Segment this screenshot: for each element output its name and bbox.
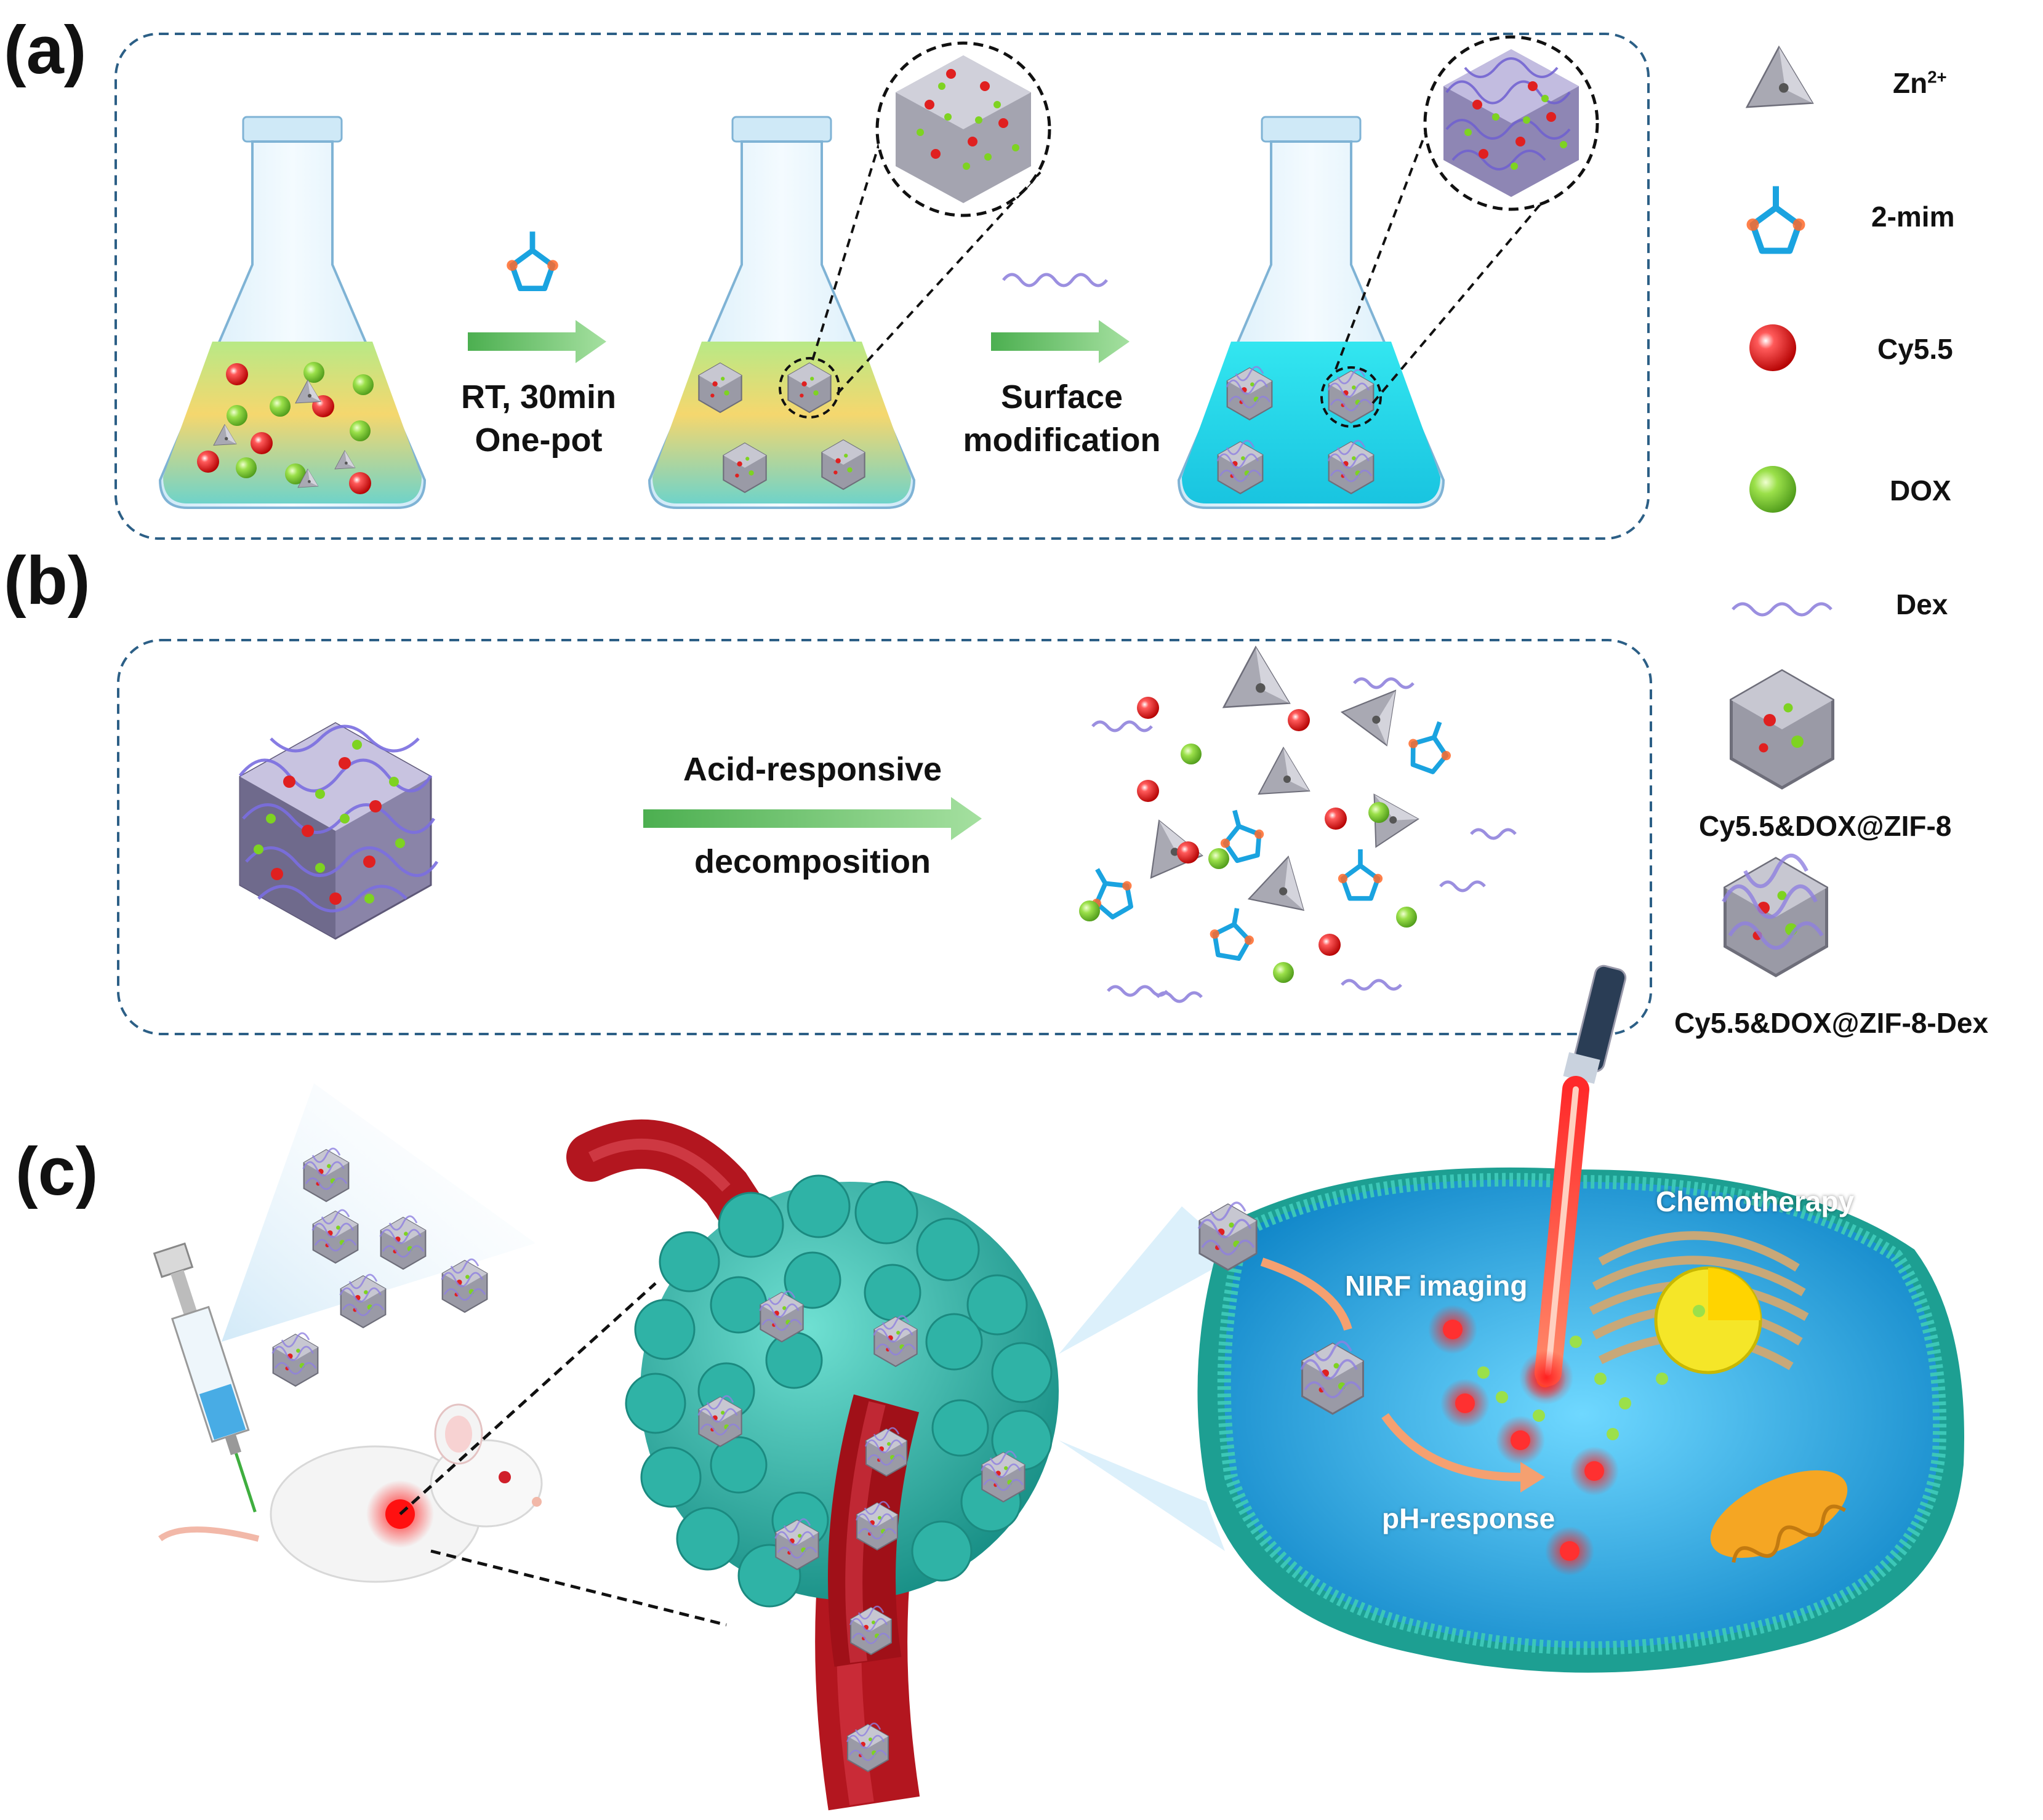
zoom-inset-zif8 xyxy=(875,41,1051,217)
legend-icons xyxy=(1724,46,1833,976)
zoom-beam-lower xyxy=(1059,1440,1225,1551)
legend-np-dex: Cy5.5&DOX@ZIF-8-Dex xyxy=(1674,1007,1989,1039)
injection-fan xyxy=(222,1083,536,1342)
legend-np: Cy5.5&DOX@ZIF-8 xyxy=(1699,810,1952,842)
panel-b-frame xyxy=(117,639,1652,1035)
panel-a-frame xyxy=(114,33,1650,540)
cy55-particle xyxy=(226,363,248,385)
dox-particle xyxy=(285,463,306,484)
zif8-icon xyxy=(1732,671,1833,788)
tumor-mass xyxy=(625,1174,1059,1771)
legend-zn-sup: 2+ xyxy=(1927,67,1947,87)
mitochondrion xyxy=(1710,1470,1848,1563)
decomp-label-line2: decomposition xyxy=(694,843,931,880)
cy55-icon xyxy=(1749,324,1796,371)
dox-particle xyxy=(350,420,371,441)
zif8-dex-icon xyxy=(1724,856,1827,976)
nirf-imaging-label: NIRF imaging xyxy=(1345,1270,1528,1302)
decomposition-products xyxy=(1078,646,1517,1003)
dox-particle xyxy=(236,457,257,478)
dex-icon xyxy=(1732,602,1832,617)
step2-label: Surface modification xyxy=(936,375,1188,462)
legend-cy55: Cy5.5 xyxy=(1877,333,1953,365)
dex-reagent-icon xyxy=(1002,273,1108,287)
decomp-label-line1: Acid-responsive xyxy=(683,751,942,788)
arrow-decomposition xyxy=(643,797,982,840)
dox-particle xyxy=(227,405,247,426)
legend-mim: 2-mim xyxy=(1871,201,1955,233)
release-arrow xyxy=(1381,1413,1521,1481)
step1-line1: RT, 30min xyxy=(460,379,617,415)
arrow-step1 xyxy=(468,320,606,363)
cy55-particle xyxy=(197,451,219,473)
zoom-beam-upper xyxy=(1059,1206,1237,1354)
panel-label-c: (c) xyxy=(15,1134,98,1209)
legend-dex: Dex xyxy=(1896,588,1948,620)
zoom-inset-zif8-dex xyxy=(1423,35,1599,211)
legend-zn: Zn2+ xyxy=(1893,66,1947,100)
step2-line2: modification xyxy=(963,422,1161,459)
cy55-particle xyxy=(349,472,371,494)
uptake-arrow xyxy=(1260,1257,1352,1331)
cy55-particle xyxy=(251,432,273,454)
zn-ion-icon xyxy=(1746,46,1813,108)
dox-icon xyxy=(1749,466,1796,513)
step2-line1: Surface xyxy=(1000,379,1123,415)
tumor-cell xyxy=(1197,1167,1964,1673)
legend-dox: DOX xyxy=(1890,475,1951,507)
arrow-step2 xyxy=(991,320,1130,363)
mim-reagent-icon xyxy=(507,231,558,288)
chemotherapy-label: Chemotherapy xyxy=(1656,1185,1855,1217)
dox-particle xyxy=(353,374,374,395)
flask-3 xyxy=(1177,116,1445,509)
flask-1 xyxy=(158,116,427,509)
syringe xyxy=(153,1242,257,1513)
legend-zn-base: Zn xyxy=(1893,67,1928,99)
ph-response-label: pH-response xyxy=(1382,1502,1555,1534)
mouse-model xyxy=(158,1403,543,1583)
laser-probe xyxy=(1519,964,1627,1405)
zif-dex-large xyxy=(239,722,439,940)
dox-particle xyxy=(270,396,291,417)
dox-particle xyxy=(303,362,324,383)
flask-2 xyxy=(648,116,916,509)
step1-line2: One-pot xyxy=(475,422,603,459)
mim-icon xyxy=(1747,186,1805,251)
panel-label-b: (b) xyxy=(4,543,90,619)
step1-label: RT, 30min One-pot xyxy=(434,375,643,462)
panel-label-a: (a) xyxy=(4,12,87,88)
